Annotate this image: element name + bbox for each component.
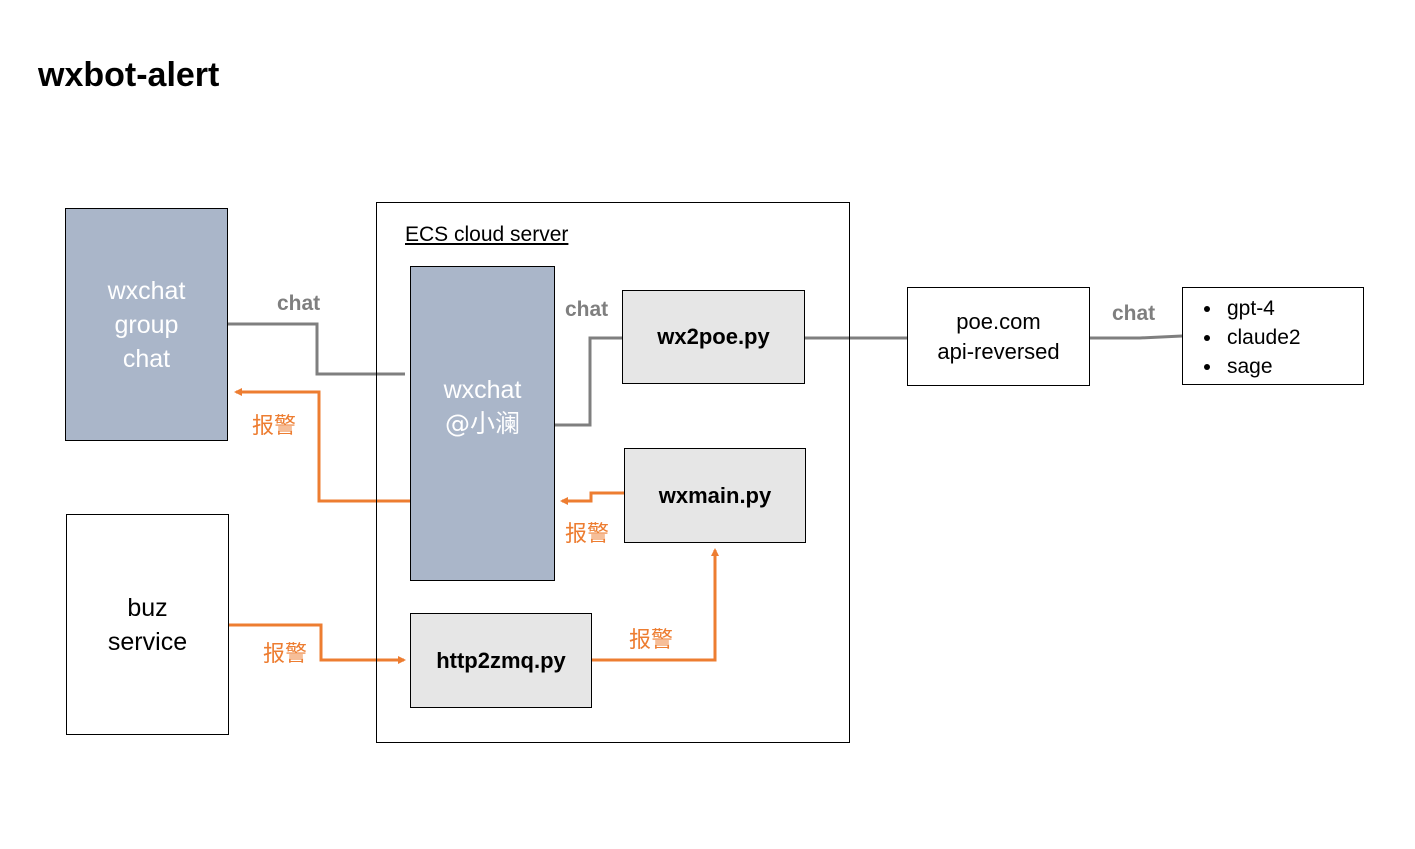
ecs-cloud-server-label: ECS cloud server [405,223,569,246]
bot-line-2: @小澜 [444,409,520,438]
alarm-label-wxmain: 报警 [565,522,610,547]
chat-label-groupchat: chat [277,292,321,315]
buz-line-1: buz [127,593,168,622]
wx2poe-node: wx2poe.py [622,290,805,384]
edge-poe-models [1089,334,1183,340]
edge-bot-groupchat-alarm [234,388,410,503]
model-item: claude2 [1223,323,1363,352]
poe-api-node: poe.com api-reversed [907,287,1090,386]
bot-line-1: wxchat [443,376,522,404]
wxchat-group-chat-node: wxchat group chat [65,208,228,441]
edge-bot-wx2poe [555,336,622,427]
models-list: gpt-4 claude2 sage [1183,288,1363,381]
wxchat-bot-node: wxchat @小澜 [410,266,555,581]
model-item: sage [1223,352,1363,381]
model-item: gpt-4 [1223,294,1363,323]
wxmain-label: wxmain.py [658,482,772,508]
chat-label-wx2poe: chat [565,298,609,321]
group-chat-line-3: chat [122,344,171,373]
poe-line-2: api-reversed [937,338,1060,364]
buz-line-2: service [107,627,188,656]
group-chat-line-1: wxchat [107,276,186,305]
buz-service-node: buz service [66,514,229,735]
alarm-label-http2zmq: 报警 [629,628,674,653]
http2zmq-label: http2zmq.py [436,647,566,673]
ecs-cloud-server-container [376,202,850,743]
edge-wxmain-bot-alarm [560,491,625,505]
models-list-node: gpt-4 claude2 sage [1182,287,1364,385]
http2zmq-node: http2zmq.py [410,613,592,708]
group-chat-line-2: group [114,310,179,339]
alarm-label-groupchat: 报警 [252,414,297,439]
alarm-label-buz: 报警 [263,642,308,667]
edge-http2zmq-wxmain-alarm [592,548,719,662]
wxmain-node: wxmain.py [624,448,806,543]
chat-label-models: chat [1112,302,1156,325]
edge-buz-http2zmq-alarm [229,623,406,664]
edge-groupchat-bot [228,322,405,376]
poe-line-1: poe.com [956,308,1041,334]
diagram-title: wxbot-alert [38,56,220,94]
wx2poe-label: wx2poe.py [657,324,770,349]
